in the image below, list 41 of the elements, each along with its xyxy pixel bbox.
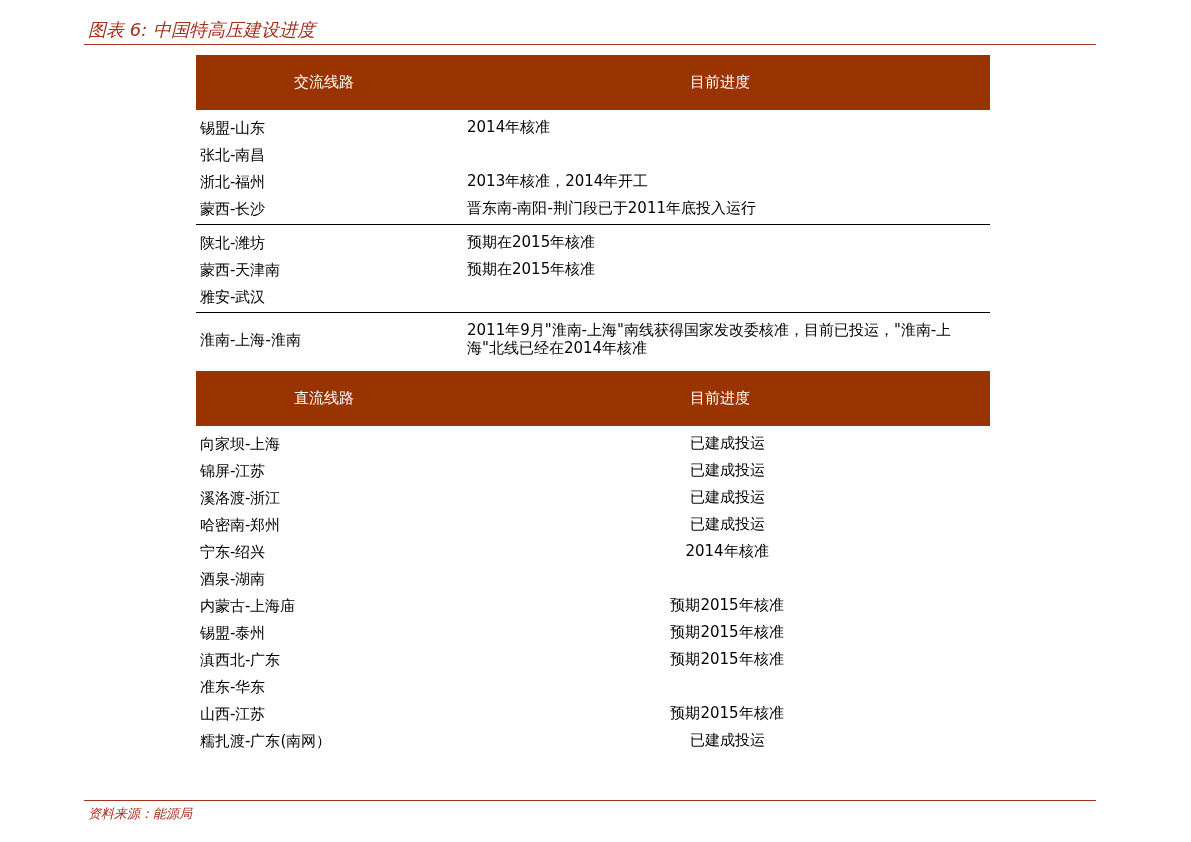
progress-text: 2013年核准，2014年开工: [467, 172, 649, 190]
route-name: 向家坝-上海: [200, 434, 281, 453]
progress-text: 已建成投运: [688, 461, 766, 479]
route-name: 哈密南-郑州: [200, 515, 281, 534]
route-name: 陕北-潍坊: [200, 233, 266, 252]
column-header: 直流线路: [294, 389, 354, 407]
progress-text: 晋东南-南阳-荆门段已于2011年底投入运行: [467, 199, 756, 217]
route-name: 内蒙古-上海庙: [200, 596, 296, 615]
route-name: 山西-江苏: [200, 704, 266, 723]
route-name: 糯扎渡-广东(南网）: [200, 731, 332, 750]
route-name: 蒙西-天津南: [200, 260, 281, 279]
progress-text: 已建成投运: [688, 515, 766, 533]
route-name: 淮南-上海-淮南: [200, 331, 301, 349]
progress-text: 已建成投运: [688, 731, 766, 749]
column-header: 交流线路: [294, 73, 354, 91]
route-name: 准东-华东: [200, 677, 266, 696]
column-header: 目前进度: [690, 389, 750, 407]
route-name: 锡盟-山东: [200, 118, 266, 137]
route-name: 蒙西-长沙: [200, 199, 266, 218]
progress-text: 2014年核准: [684, 542, 770, 560]
source-note: 资料来源：能源局: [88, 805, 192, 823]
route-name: 张北-南昌: [200, 145, 266, 164]
route-name: 浙北-福州: [200, 172, 266, 191]
route-name: 溪洛渡-浙江: [200, 488, 281, 507]
progress-text: 预期2015年核准: [669, 596, 785, 614]
progress-text: 2011年9月"淮南-上海"南线获得国家发改委核准，目前已投运，"淮南-上海"北线已经在2014年核准: [467, 321, 953, 357]
progress-text: 2014年核准: [467, 118, 551, 136]
progress-text: 预期2015年核准: [669, 650, 785, 668]
progress-text: 预期在2015年核准: [467, 233, 596, 251]
progress-text: 预期2015年核准: [669, 704, 785, 722]
progress-text: 已建成投运: [688, 434, 766, 452]
progress-text: 预期2015年核准: [669, 623, 785, 641]
route-name: 滇西北-广东: [200, 650, 281, 669]
route-name: 宁东-绍兴: [200, 542, 266, 561]
route-name: 雅安-武汉: [200, 287, 266, 306]
route-name: 锦屏-江苏: [200, 461, 266, 480]
progress-text: 预期在2015年核准: [467, 260, 596, 278]
column-header: 目前进度: [690, 73, 750, 91]
progress-text: 已建成投运: [688, 488, 766, 506]
route-name: 锡盟-泰州: [200, 623, 266, 642]
route-name: 酒泉-湖南: [200, 569, 266, 588]
